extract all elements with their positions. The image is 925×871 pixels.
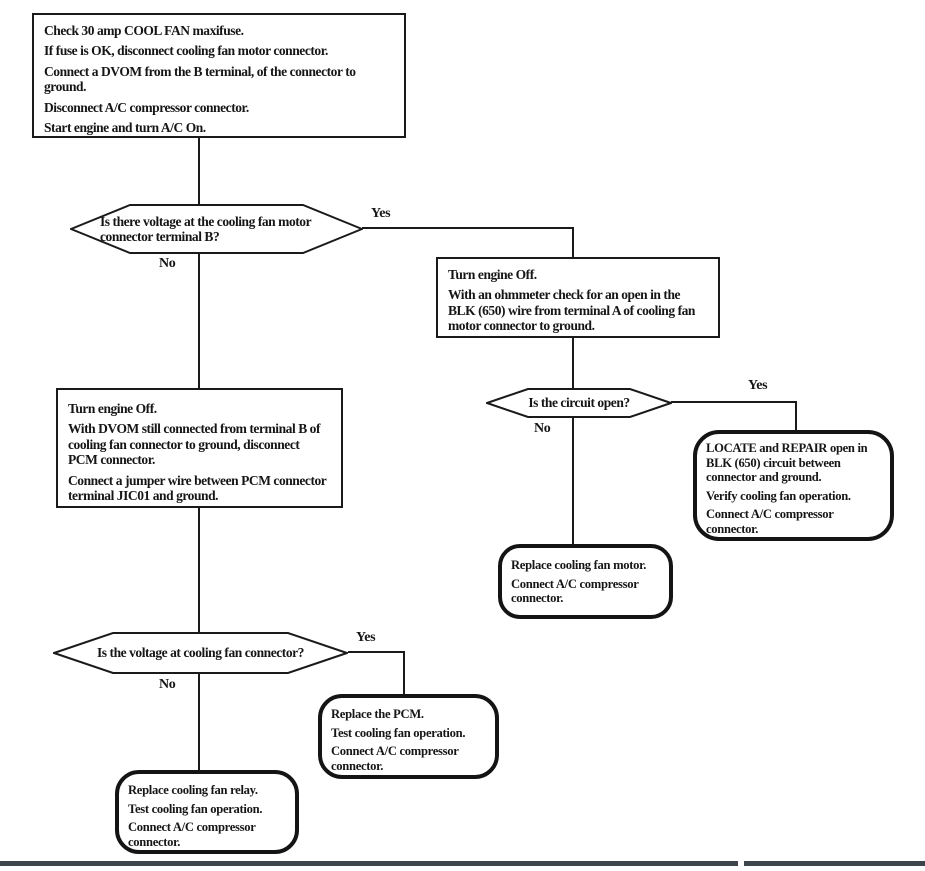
instruction-line: With an ohmmeter check for an open in th… (448, 287, 695, 334)
page-bottom-rule-right (744, 861, 925, 866)
connector-start-to-decision1 (198, 137, 200, 205)
connector-decision1-yes-horizontal (362, 227, 574, 229)
instruction-line: Connect a jumper wire between PCM connec… (68, 472, 327, 503)
connector-decision2-yes-horizontal (671, 401, 797, 403)
connector-ohmmeter-to-decision2 (572, 338, 574, 389)
instruction-line: Check 30 amp COOL FAN maxifuse. (44, 23, 244, 38)
connector-decision1-yes-vertical (572, 227, 574, 259)
branch-label-yes: Yes (356, 630, 376, 645)
instruction-line: Connect A/C compressor connector. (128, 820, 256, 849)
branch-label-no: No (159, 256, 176, 271)
instruction-line: Connect a DVOM from the B terminal, of t… (44, 63, 356, 95)
hexagon-shape-icon (53, 632, 348, 674)
decision-question: Is the circuit open? (528, 395, 630, 411)
instruction-line: Test cooling fan operation. (128, 801, 263, 816)
decision-question: Is the voltage at cooling fan connector? (97, 645, 304, 661)
instruction-line: Verify cooling fan operation. (706, 488, 851, 503)
jumper-test-box: Turn engine Off. With DVOM still connect… (56, 388, 343, 508)
decision-question-wrap: Is the voltage at cooling fan connector? (53, 632, 348, 674)
instruction-line: With DVOM still connected from terminal … (68, 421, 321, 468)
instruction-line: Connect A/C compressor connector. (706, 507, 834, 536)
hexagon-shape-icon (486, 388, 672, 418)
branch-label-yes: Yes (748, 378, 768, 393)
decision-voltage-terminal-b: Is there voltage at the cooling fan moto… (70, 204, 363, 254)
connector-decision3-no-vertical (198, 673, 200, 771)
connector-decision1-no-vertical (198, 253, 200, 388)
replace-pcm-box: Replace the PCM. Test cooling fan operat… (318, 694, 499, 779)
hexagon-shape-icon (70, 204, 363, 254)
instruction-line: Replace cooling fan relay. (128, 783, 258, 797)
connector-decision2-yes-vertical (795, 401, 797, 431)
instruction-line: Connect A/C compressor connector. (331, 744, 459, 773)
connector-decision2-no-vertical (572, 417, 574, 545)
branch-label-yes: Yes (371, 206, 391, 221)
instruction-line: If fuse is OK, disconnect cooling fan mo… (44, 43, 328, 59)
instruction-line: LOCATE and REPAIR open in BLK (650) circ… (706, 441, 868, 485)
instruction-line: Connect A/C compressor connector. (511, 576, 639, 606)
decision-question-wrap: Is there voltage at the cooling fan moto… (70, 204, 363, 254)
branch-label-no: No (159, 677, 176, 692)
instruction-line: Replace the PCM. (331, 707, 424, 721)
instruction-line: Test cooling fan operation. (331, 725, 466, 740)
instruction-line: Disconnect A/C compressor connector. (44, 99, 249, 115)
start-box: Check 30 amp COOL FAN maxifuse. If fuse … (32, 13, 406, 138)
ohmmeter-check-box: Turn engine Off. With an ohmmeter check … (436, 257, 720, 338)
locate-repair-box: LOCATE and REPAIR open in BLK (650) circ… (693, 430, 894, 541)
branch-label-no: No (534, 421, 551, 436)
page-bottom-rule-left (0, 861, 738, 866)
decision-voltage-fan-connector: Is the voltage at cooling fan connector? (53, 632, 348, 674)
decision-circuit-open: Is the circuit open? (486, 388, 672, 418)
replace-fan-relay-box: Replace cooling fan relay. Test cooling … (115, 770, 299, 854)
instruction-line: Start engine and turn A/C On. (44, 119, 206, 135)
instruction-line: Turn engine Off. (68, 401, 157, 416)
connector-decision3-yes-vertical (403, 651, 405, 694)
decision-question-wrap: Is the circuit open? (486, 388, 672, 418)
decision-question: Is there voltage at the cooling fan moto… (100, 213, 311, 244)
instruction-line: Replace cooling fan motor. (511, 558, 647, 572)
connector-jumper-to-decision3 (198, 508, 200, 633)
connector-decision3-yes-horizontal (348, 651, 405, 653)
replace-fan-motor-box: Replace cooling fan motor. Connect A/C c… (498, 544, 673, 619)
instruction-line: Turn engine Off. (448, 267, 537, 282)
